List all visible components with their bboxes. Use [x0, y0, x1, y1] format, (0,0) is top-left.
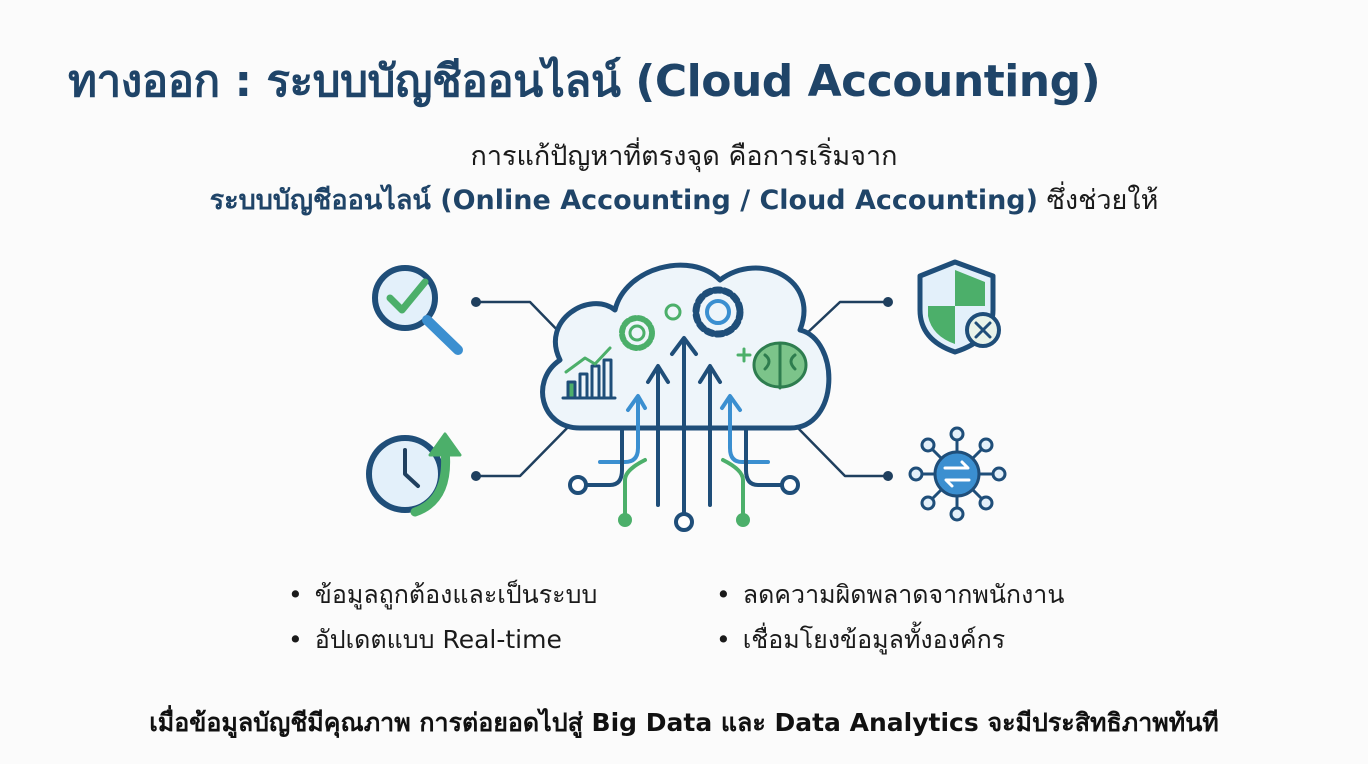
bullet-item: ลดความผิดพลาดจากพนักงาน: [716, 575, 1065, 615]
network-hub-icon: [908, 426, 1007, 522]
bullet-item: เชื่อมโยงข้อมูลทั้งองค์กร: [716, 620, 1005, 660]
circuit-arrows: [583, 336, 785, 520]
gear-icon: [619, 286, 744, 351]
subtitle-highlight: ระบบบัญชีออนไลน์ (Online Accounting / Cl…: [209, 185, 1038, 216]
shield-icon: [917, 259, 1001, 355]
bullet-item: อัปเดตแบบ Real-time: [288, 620, 562, 660]
slide-title: ทางออก : ระบบบัญชีออนไลน์ (Cloud Account…: [68, 56, 1101, 107]
magnifier-check-icon: [372, 265, 463, 355]
connector-lines: [474, 300, 890, 478]
subtitle-rest: ซึ่งช่วยให้: [1037, 185, 1159, 216]
clock-update-icon: [366, 432, 462, 517]
subtitle-line-2: ระบบบัญชีออนไลน์ (Online Accounting / Cl…: [0, 178, 1368, 221]
subtitle-line-1: การแก้ปัญหาที่ตรงจุด คือการเริ่มจาก: [470, 141, 898, 172]
bar-chart-icon: [561, 346, 617, 400]
footer-statement: เมื่อข้อมูลบัญชีมีคุณภาพ การต่อยอดไปสู่ …: [149, 708, 1219, 737]
bullet-item: ข้อมูลถูกต้องและเป็นระบบ: [288, 575, 598, 615]
brain-icon: [752, 341, 808, 390]
